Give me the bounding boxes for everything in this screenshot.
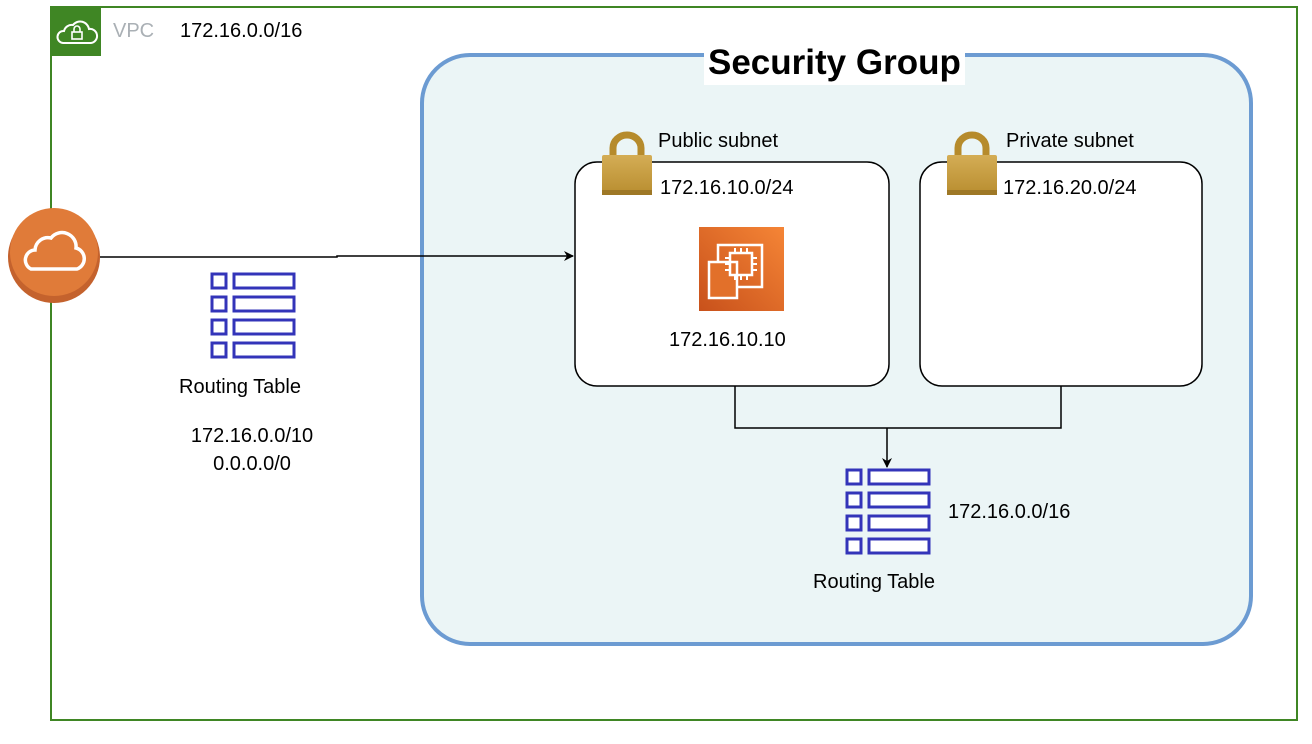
vpc-icon — [51, 7, 101, 56]
left-routing-table-icon — [210, 272, 296, 359]
private-subnet-label: Private subnet — [1006, 130, 1134, 152]
ec2-instance-ip: 172.16.10.10 — [669, 329, 786, 351]
vpc-cidr: 172.16.0.0/16 — [180, 20, 303, 42]
inner-routing-table-route: 172.16.0.0/16 — [948, 501, 1071, 523]
left-routing-table-route: 0.0.0.0/0 — [213, 453, 291, 475]
private-subnet-cidr: 172.16.20.0/24 — [1003, 177, 1137, 199]
public-subnet-connector — [734, 386, 887, 429]
public-subnet-cidr: 172.16.10.0/24 — [660, 177, 794, 199]
internet-gateway-cloud-icon — [8, 208, 100, 303]
private-subnet-connector — [887, 386, 1062, 429]
vpc-label: VPC — [113, 20, 155, 42]
ec2-instance-icon — [699, 227, 784, 311]
security-group-title: Security Group — [704, 41, 965, 85]
vpc-boundary — [50, 6, 1298, 721]
gateway-to-public-subnet-arrow — [100, 251, 574, 261]
public-subnet-label: Public subnet — [658, 130, 779, 152]
left-routing-table-label: Routing Table — [179, 376, 301, 398]
inner-routing-table-label: Routing Table — [813, 571, 935, 593]
left-routing-table-route: 172.16.0.0/10 — [190, 425, 314, 447]
